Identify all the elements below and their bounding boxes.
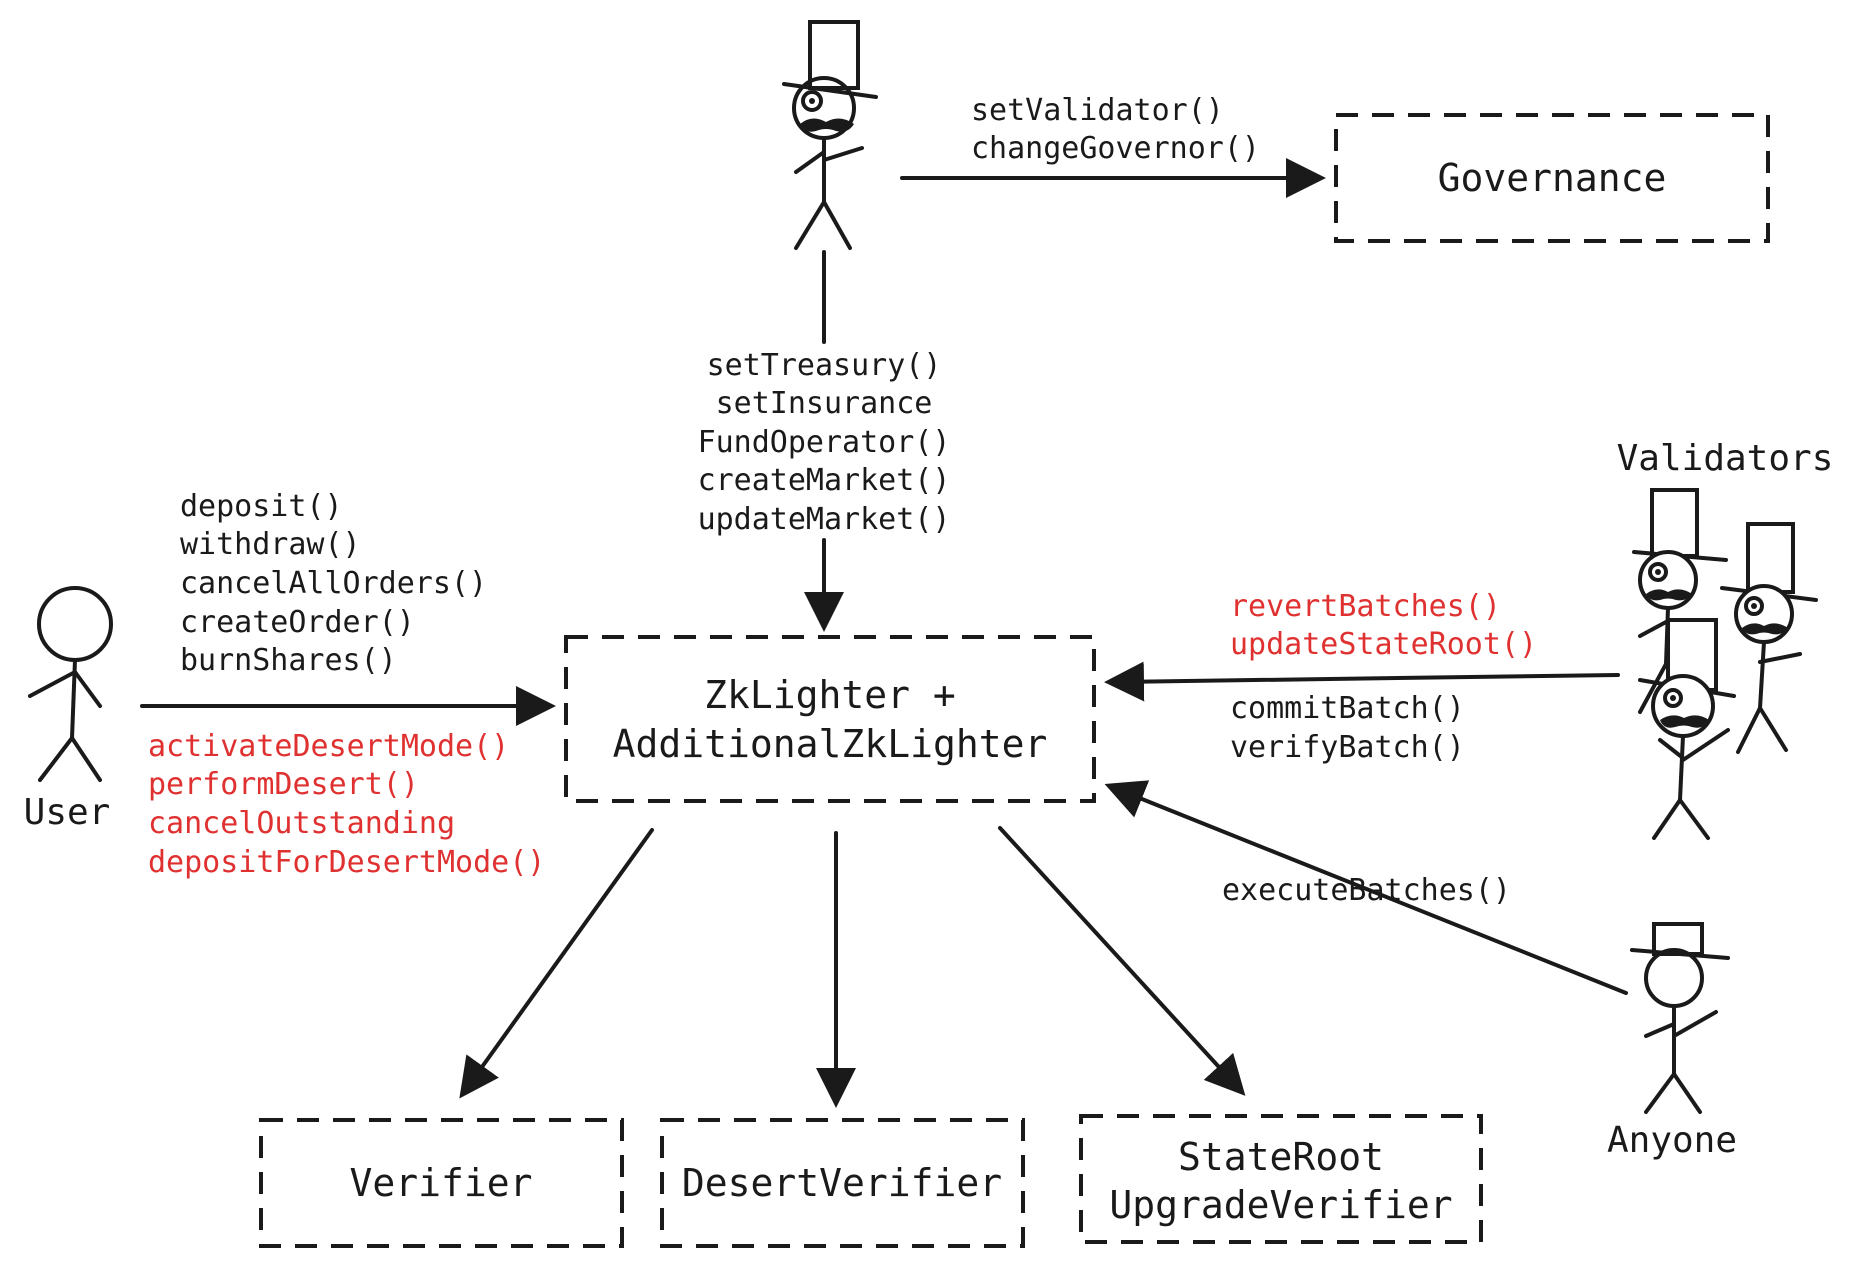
call-label: deposit() xyxy=(180,489,343,524)
validator-red-call-label: updateStateRoot() xyxy=(1230,627,1537,662)
verifier-box: Verifier xyxy=(259,1118,624,1248)
call-label: updateMarket() xyxy=(698,502,951,537)
stateroot-verifier-box: StateRoot UpgradeVerifier xyxy=(1079,1114,1483,1244)
validators-call-labels: revertBatches() updateStateRoot() commit… xyxy=(1230,589,1537,765)
call-label: setTreasury() xyxy=(707,348,942,383)
anyone-figure-icon xyxy=(1630,922,1730,1114)
desert-call-label: cancelOutstanding xyxy=(148,806,455,841)
call-label: setValidator() xyxy=(971,93,1224,128)
validators-figures-icon xyxy=(1632,488,1818,840)
arrow-anyone-to-zklighter xyxy=(1104,780,1628,995)
validators-label: Validators xyxy=(1617,438,1834,479)
desert-call-label: activateDesertMode() xyxy=(148,729,509,764)
arrow-validators-to-zklighter xyxy=(1104,661,1620,702)
validator-red-call-label: revertBatches() xyxy=(1230,589,1501,624)
desert-verifier-box: DesertVerifier xyxy=(660,1118,1025,1248)
call-label: changeGovernor() xyxy=(971,131,1260,166)
call-label: withdraw() xyxy=(180,527,361,562)
arrow-zklighter-to-stateroot-verifier xyxy=(998,826,1246,1096)
call-label: createMarket() xyxy=(698,463,951,498)
verifier-label: Verifier xyxy=(349,1161,532,1205)
zklighter-label-line1: ZkLighter + xyxy=(704,673,956,717)
stateroot-label-line1: StateRoot xyxy=(1178,1135,1384,1179)
call-label: cancelAllOrders() xyxy=(180,566,487,601)
zklighter-label-line2: AdditionalZkLighter xyxy=(613,722,1048,766)
governance-label: Governance xyxy=(1438,156,1667,200)
stateroot-label-line2: UpgradeVerifier xyxy=(1109,1183,1452,1227)
validator-call-label: verifyBatch() xyxy=(1230,730,1465,765)
zklighter-box: ZkLighter + AdditionalZkLighter xyxy=(564,635,1096,803)
arrow-zklighter-to-verifier xyxy=(459,828,654,1099)
user-label: User xyxy=(24,792,111,833)
governor-figure-icon xyxy=(782,20,878,250)
governance-call-labels: setValidator() changeGovernor() xyxy=(971,93,1260,166)
call-label: createOrder() xyxy=(180,605,415,640)
call-label: setInsurance xyxy=(716,386,933,421)
user-desert-call-labels: activateDesertMode() performDesert() can… xyxy=(148,729,545,880)
desert-call-label: performDesert() xyxy=(148,767,419,802)
desert-call-label: depositForDesertMode() xyxy=(148,845,545,880)
governance-box: Governance xyxy=(1334,113,1770,243)
anyone-call-label: executeBatches() xyxy=(1222,873,1511,908)
call-label: burnShares() xyxy=(180,643,397,678)
call-label: FundOperator() xyxy=(698,425,951,460)
user-figure-icon xyxy=(28,586,113,782)
desert-verifier-label: DesertVerifier xyxy=(682,1161,1002,1205)
validator-call-label: commitBatch() xyxy=(1230,691,1465,726)
anyone-label: Anyone xyxy=(1607,1120,1737,1161)
governor-call-labels: setTreasury() setInsurance FundOperator(… xyxy=(698,348,951,537)
user-call-labels: deposit() withdraw() cancelAllOrders() c… xyxy=(180,489,487,678)
